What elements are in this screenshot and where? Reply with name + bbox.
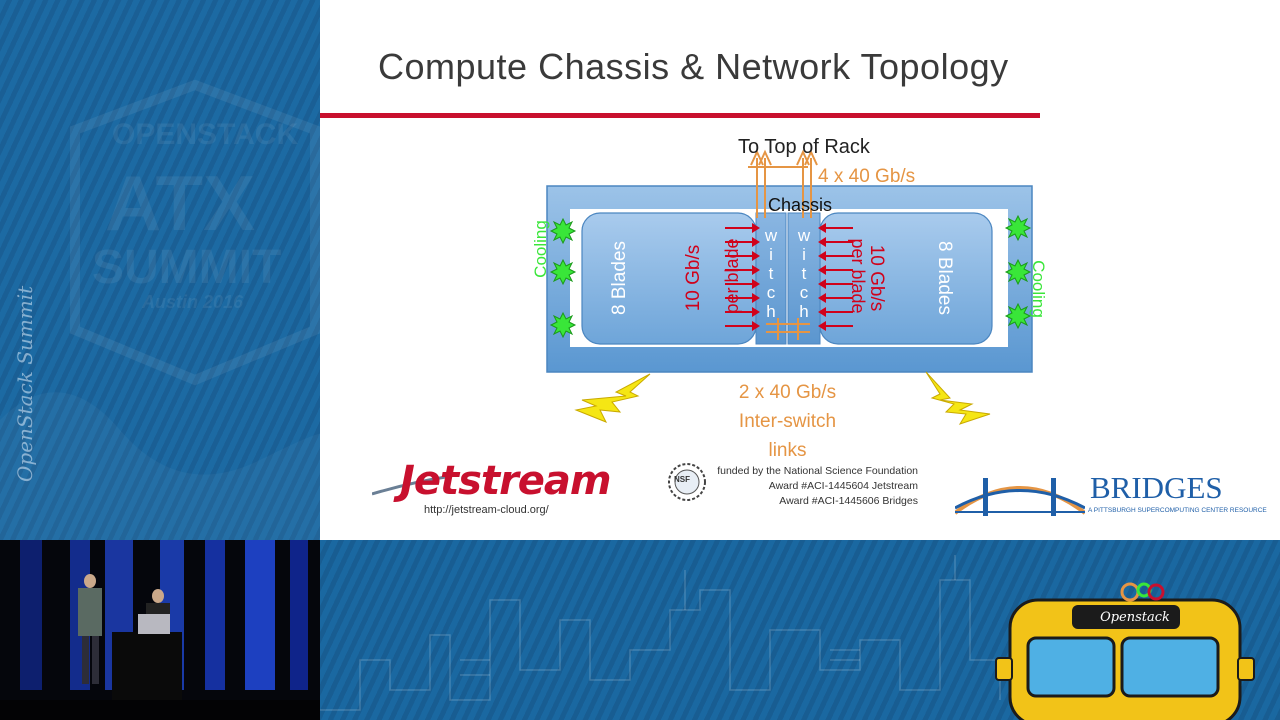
switch-left-letter: h: [766, 302, 776, 321]
bridges-bridge-icon: [955, 478, 1085, 516]
switch-left-letter: i: [769, 245, 773, 264]
funding-line: funded by the National Science Foundatio…: [717, 465, 918, 477]
top-of-rack-label: To Top of Rack: [738, 136, 870, 158]
cooling-right-label: Cooling: [1029, 260, 1048, 318]
switch-right-letter: w: [797, 226, 811, 245]
watermark-austin: Austin 2016: [142, 292, 244, 312]
fan-icon: [1004, 302, 1032, 330]
interswitch-bandwidth: 2 x 40 Gb/s: [738, 382, 837, 403]
bandwidth-left-label: 10 Gb/s: [683, 244, 704, 312]
blade-links-right: [826, 227, 853, 327]
blades-left-label: 8 Blades: [609, 241, 630, 315]
bridges-tagline: A PITTSBURGH SUPERCOMPUTING CENTER RESOU…: [1088, 507, 1267, 514]
summit-badge-outline: [0, 79, 320, 540]
uplink-bandwidth-label: 4 x 40 Gb/s: [818, 166, 916, 187]
per-blade-left-label: per blade: [722, 238, 742, 314]
switch-right-letter: h: [799, 302, 809, 321]
watermark-atx: ATX: [105, 159, 256, 247]
fan-icon: [549, 258, 577, 286]
cooling-left-label: Cooling: [531, 220, 550, 278]
fan-icon: [549, 217, 577, 245]
switch-left-letter: c: [766, 283, 776, 302]
switch-right-letter: t: [801, 264, 807, 283]
slide-title: Compute Chassis & Network Topology: [378, 46, 1009, 87]
per-blade-right-label: per blade: [848, 238, 868, 314]
bus-sign-label: Openstack: [1100, 610, 1170, 625]
blade-links-left: [725, 227, 752, 327]
switch-left-label: w i t c h: [756, 226, 786, 321]
city-skyline: [320, 555, 1255, 720]
blades-right-label: 8 Blades: [934, 241, 955, 315]
interswitch-label: 2 x 40 Gb/s Inter-switch links: [700, 378, 875, 465]
funding-line: Award #ACI-1445606 Bridges: [779, 495, 918, 507]
chassis-diagram: [546, 149, 1033, 425]
watermark-openstack: OPENSTACK: [112, 118, 299, 151]
interswitch-suffix: links: [768, 440, 807, 461]
blade-arrowheads-right: [818, 223, 826, 331]
switch-left: [755, 212, 787, 345]
fan-icon: [1004, 258, 1032, 286]
conference-bottom-band: Openstack: [320, 540, 1280, 720]
fan-icon: [549, 311, 577, 339]
interswitch-links: [766, 318, 810, 340]
switch-right-letter: i: [802, 245, 806, 264]
switch-right-letter: c: [799, 283, 809, 302]
switch-left-letter: w: [764, 226, 778, 245]
watermark-summit: SUMMIT: [92, 241, 282, 294]
lightning-bolt-right-icon: [925, 371, 991, 425]
cooling-fans-left: [549, 217, 577, 339]
bridges-logo: BRIDGES: [1090, 470, 1223, 505]
title-rule: [320, 113, 1040, 118]
jetstream-swoosh-icon: [372, 474, 452, 496]
uplink-arrows: [748, 149, 818, 218]
funding-line: Award #ACI-1445604 Jetstream: [768, 480, 918, 492]
funding-statement: funded by the National Science Foundatio…: [705, 464, 918, 509]
slide: Compute Chassis & Network Topology: [320, 0, 1280, 540]
switch-right-label: w i t c h: [788, 226, 820, 321]
bus-illustration-icon: [995, 582, 1255, 720]
cooling-fans-right: [1004, 214, 1032, 330]
switch-right: [787, 212, 821, 345]
side-script-label: OpenStack Summit: [13, 285, 37, 482]
nsf-badge: NSF: [674, 475, 690, 484]
stage-scene: [0, 540, 320, 720]
speaker-video-feed: [0, 540, 320, 720]
jetstream-url[interactable]: http://jetstream-cloud.org/: [424, 504, 549, 516]
chassis-label: Chassis: [768, 195, 833, 215]
interswitch-title: Inter-switch: [738, 411, 837, 432]
jetstream-logo: Jetstream: [400, 458, 612, 504]
fan-icon: [1004, 214, 1032, 242]
conference-branding-panel: OPENSTACK ATX SUMMIT Austin 2016 OpenSta…: [0, 0, 320, 540]
switch-left-letter: t: [768, 264, 774, 283]
blade-arrowheads-left: [752, 223, 760, 331]
lightning-bolt-left-icon: [574, 373, 651, 423]
nsf-seal-icon: [668, 463, 706, 501]
